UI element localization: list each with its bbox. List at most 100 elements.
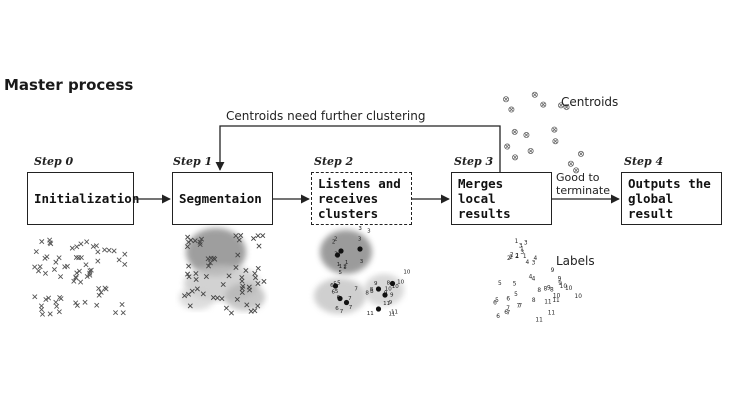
point-cross-icon <box>83 262 89 268</box>
point-cross-icon <box>189 288 195 294</box>
label-number: 4 <box>534 256 538 262</box>
initialization-text: Initialization <box>34 191 140 206</box>
label-number: 2 <box>510 253 514 259</box>
point-cross-icon <box>246 284 252 290</box>
point-cross-icon <box>553 139 558 144</box>
point-cross-icon <box>76 255 82 261</box>
point-cross-icon <box>233 233 239 239</box>
point-cross-icon <box>44 254 50 260</box>
point-cross-icon <box>214 295 220 301</box>
point-cross-icon <box>255 265 261 271</box>
outputs-text: Outputs the global result <box>628 176 711 221</box>
point-cross-icon <box>90 243 96 249</box>
merges-text: Merges local results <box>458 176 511 221</box>
point-cross-icon <box>39 306 45 312</box>
point-cross-icon <box>120 310 126 316</box>
cluster-number: 3 <box>358 236 362 242</box>
diagram-title: Master process <box>4 76 134 94</box>
point-cross-icon <box>95 258 101 264</box>
cluster-center-dot <box>375 286 382 292</box>
centroids-scatter <box>503 91 584 174</box>
point-cross-icon <box>228 310 234 316</box>
point-cross-icon <box>256 243 262 249</box>
point-cross-icon <box>53 259 59 265</box>
label-number: 5 <box>513 282 517 288</box>
point-cross-icon <box>193 270 199 276</box>
point-cross-icon <box>239 289 245 295</box>
point-cross-icon <box>93 243 99 249</box>
segmentation-text: Segmentaion <box>179 191 262 206</box>
point-cross-icon <box>37 264 43 270</box>
point-cross-icon <box>47 311 53 317</box>
label-number: 2 <box>515 254 519 260</box>
terminate-label: Good to terminate <box>556 171 610 197</box>
label-number: 7 <box>506 306 510 312</box>
point-cross-icon <box>43 296 49 303</box>
point-cross-icon <box>106 247 112 253</box>
point-cross-icon <box>87 270 93 276</box>
point-cross-icon <box>260 233 266 239</box>
label-number: 6 <box>496 314 500 320</box>
point-cross-icon <box>579 152 583 156</box>
point-cross-icon <box>76 268 82 274</box>
point-cross-icon <box>185 271 191 277</box>
label-number: 7 <box>518 303 522 309</box>
point-cross-icon <box>39 311 46 317</box>
point-cross-icon <box>95 249 101 255</box>
point-cross-icon <box>58 274 64 280</box>
point-cross-icon <box>88 267 94 273</box>
cluster-number: 3 <box>358 226 362 232</box>
label-number: 4 <box>532 276 536 282</box>
label-number: 3 <box>520 250 524 256</box>
cluster-center-dot <box>338 248 344 254</box>
point-cross-icon <box>62 264 68 270</box>
cluster-center-dot <box>334 252 341 258</box>
label-number: 5 <box>514 292 518 298</box>
point-cross-icon <box>559 103 563 108</box>
point-cross-icon <box>54 303 60 309</box>
point-cross-icon <box>252 270 258 276</box>
cluster-center-dot <box>332 283 339 289</box>
point-cross-icon <box>57 294 63 301</box>
point-cross-icon <box>234 296 240 302</box>
feedback-arrow <box>215 125 501 172</box>
cluster-number: 6 <box>335 306 339 312</box>
point-cross-icon <box>111 248 117 254</box>
point-cross-icon <box>253 275 259 281</box>
point-cross-icon <box>574 168 579 173</box>
label-number: 1 <box>523 254 527 260</box>
label-number: 4 <box>526 260 530 266</box>
label-number: 10 <box>560 284 568 290</box>
label-number: 7 <box>507 310 511 316</box>
point-cross-icon <box>226 273 232 279</box>
cluster-number: 7 <box>354 287 358 293</box>
step-4-label: Step 4 <box>624 155 664 168</box>
segmentation-box: Segmentaion <box>172 172 273 225</box>
point-cross-icon <box>186 263 192 269</box>
point-cross-icon <box>32 264 38 270</box>
cluster-number: 3 <box>367 229 371 235</box>
point-cross-icon <box>197 242 203 248</box>
point-cross-icon <box>541 102 546 107</box>
cluster-center-dot <box>337 295 343 302</box>
merges-box: Merges local results <box>451 172 552 225</box>
cluster-number: 1 <box>337 262 341 268</box>
step-2-label: Step 2 <box>314 155 354 168</box>
listens-text: Listens and receives clusters <box>318 176 401 221</box>
step-3-label: Step 3 <box>454 155 494 168</box>
initial-points-scatter <box>32 237 128 317</box>
point-cross-icon <box>82 299 88 305</box>
label-number: 9 <box>558 281 562 287</box>
point-cross-icon <box>194 286 200 292</box>
point-cross-icon <box>261 278 267 284</box>
point-cross-icon <box>235 252 241 258</box>
point-cross-icon <box>39 239 45 245</box>
point-cross-icon <box>255 303 261 309</box>
step-1-label: Step 1 <box>173 155 213 168</box>
point-cross-icon <box>200 291 206 297</box>
point-cross-icon <box>192 238 198 244</box>
cluster-number: 2 <box>343 264 347 270</box>
point-cross-icon <box>186 274 192 280</box>
point-cross-icon <box>36 268 42 274</box>
